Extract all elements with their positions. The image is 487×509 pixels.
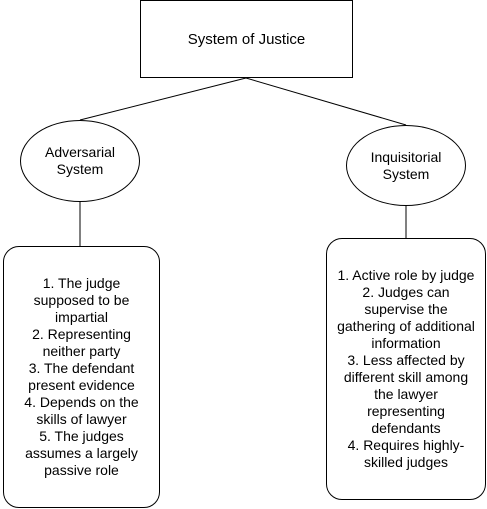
adversarial-point-line: 5. The judges	[39, 428, 124, 444]
adversarial-point-line: assumes a largely	[25, 445, 138, 461]
connector-root-to-inquisitorial	[245, 77, 407, 126]
inquisitorial-point-line: 1. Active role by judge	[337, 267, 475, 283]
adversarial-point-line: supposed to be	[33, 292, 130, 308]
adversarial-point-line: 2. Representing	[32, 326, 131, 342]
root-label: System of Justice	[187, 30, 306, 48]
adversarial-label-line-1: Adversarial	[44, 144, 116, 160]
connector-root-to-adversarial	[79, 77, 247, 121]
inquisitorial-label-line-1: Inquisitorial	[370, 148, 442, 165]
inquisitorial-point-line: gathering of additional	[337, 318, 475, 334]
inquisitorial-characteristics-box: 1. Active role by judge 2. Judges can su…	[326, 238, 486, 500]
adversarial-point-line: skills of lawyer	[36, 411, 127, 427]
inquisitorial-point-line: the lawyer	[374, 386, 438, 402]
inquisitorial-point-line: different skill among	[343, 369, 469, 385]
adversarial-point-line: 4. Depends on the	[24, 394, 139, 410]
adversarial-point-line: passive role	[44, 462, 119, 478]
inquisitorial-point-line: supervise the	[364, 301, 448, 317]
adversarial-system-node: Adversarial System	[20, 120, 140, 202]
adversarial-point-line: 3. The defendant	[28, 360, 135, 376]
inquisitorial-system-node: Inquisitorial System	[346, 125, 466, 206]
root-node-system-of-justice: System of Justice	[140, 0, 353, 78]
inquisitorial-point-line: information	[371, 335, 441, 351]
adversarial-point-line: impartial	[55, 309, 108, 325]
adversarial-label-line-2: System	[56, 161, 104, 177]
adversarial-characteristics-box: 1. The judge supposed to be impartial 2.…	[3, 246, 160, 508]
inquisitorial-point-line: representing	[367, 403, 445, 419]
inquisitorial-point-line: defendants	[371, 420, 441, 436]
adversarial-point-line: present evidence	[28, 377, 135, 393]
inquisitorial-point-line: skilled judges	[363, 454, 449, 470]
adversarial-point-line: neither party	[42, 343, 121, 359]
inquisitorial-point-line: 4. Requires highly-	[347, 437, 465, 453]
inquisitorial-point-line: 3. Less affected by	[347, 352, 465, 368]
adversarial-point-line: 1. The judge	[42, 275, 121, 291]
inquisitorial-point-line: 2. Judges can	[362, 284, 450, 300]
inquisitorial-label-line-2: System	[382, 165, 430, 182]
